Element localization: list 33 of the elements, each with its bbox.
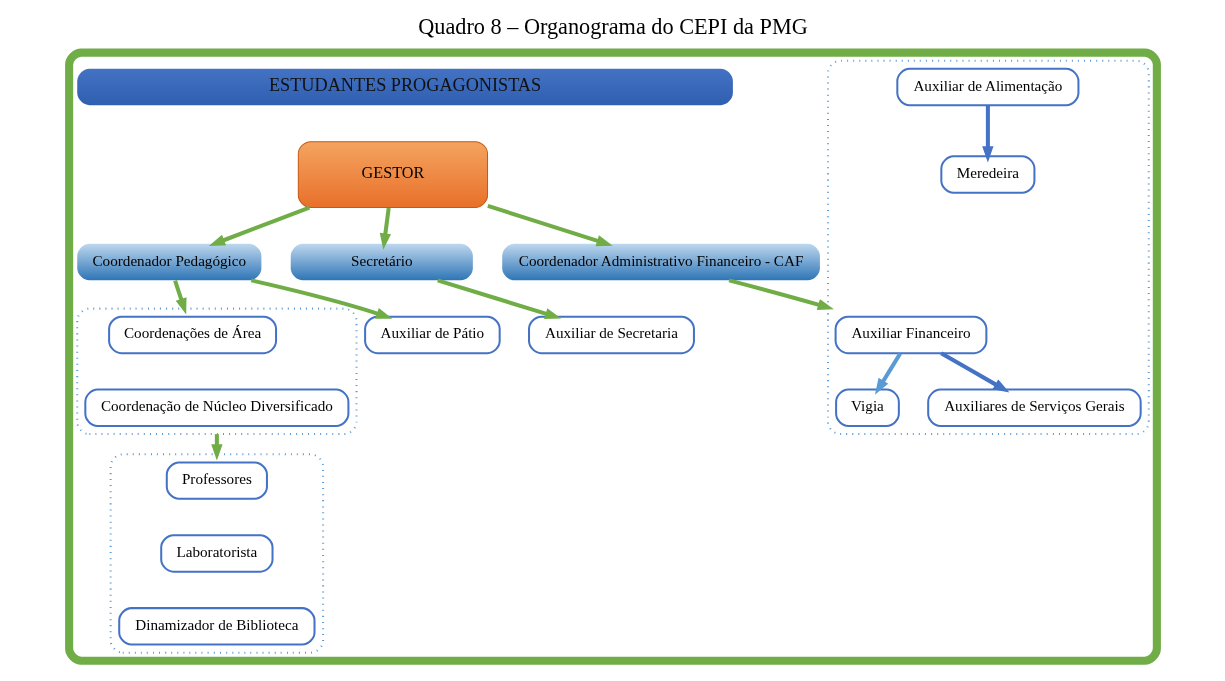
- cluster: [109, 453, 324, 654]
- arrow: [728, 278, 834, 311]
- arrow: [208, 205, 310, 246]
- node-box: Coordenador Administrativo Financeiro - CAF: [501, 243, 820, 281]
- node-box: GESTOR: [297, 141, 488, 208]
- node-box: Auxiliar de Alimentação: [895, 67, 1079, 107]
- cluster: [75, 307, 357, 436]
- arrow: [379, 207, 391, 250]
- node-box: Laboratorista: [159, 534, 274, 573]
- node-box: Secretário: [290, 243, 473, 281]
- arrow: [250, 278, 392, 319]
- cluster: [826, 59, 1150, 436]
- arrow: [939, 351, 1009, 393]
- node-box: Meredeira: [939, 155, 1035, 194]
- node-box: Auxiliar Financeiro: [834, 315, 987, 355]
- node-box: Auxiliares de Serviços Gerais: [926, 388, 1142, 427]
- arrow: [172, 279, 186, 315]
- arrow: [436, 278, 561, 320]
- node-box: Auxiliar de Secretaria: [527, 315, 695, 355]
- cluster: [64, 48, 1161, 665]
- node-box: Professores: [165, 461, 268, 500]
- arrow: [210, 434, 223, 461]
- node-box: Dinamizador de Biblioteca: [117, 607, 315, 646]
- diagram-title: Quadro 8 – Organograma do CEPI da PMG: [417, 14, 808, 40]
- node-box: Coordenação de Núcleo Diversificado: [83, 388, 349, 427]
- arrow: [486, 203, 613, 247]
- node-box: Auxiliar de Pátio: [363, 315, 501, 355]
- node-box: Coordenador Pedagógico: [76, 243, 261, 281]
- node-box: Vigia: [834, 388, 900, 427]
- arrow: [874, 352, 902, 395]
- arrow: [981, 105, 994, 163]
- node-box: ESTUDANTES PROGAGONISTAS: [76, 68, 733, 106]
- node-box: Coordenações de Área: [107, 315, 277, 355]
